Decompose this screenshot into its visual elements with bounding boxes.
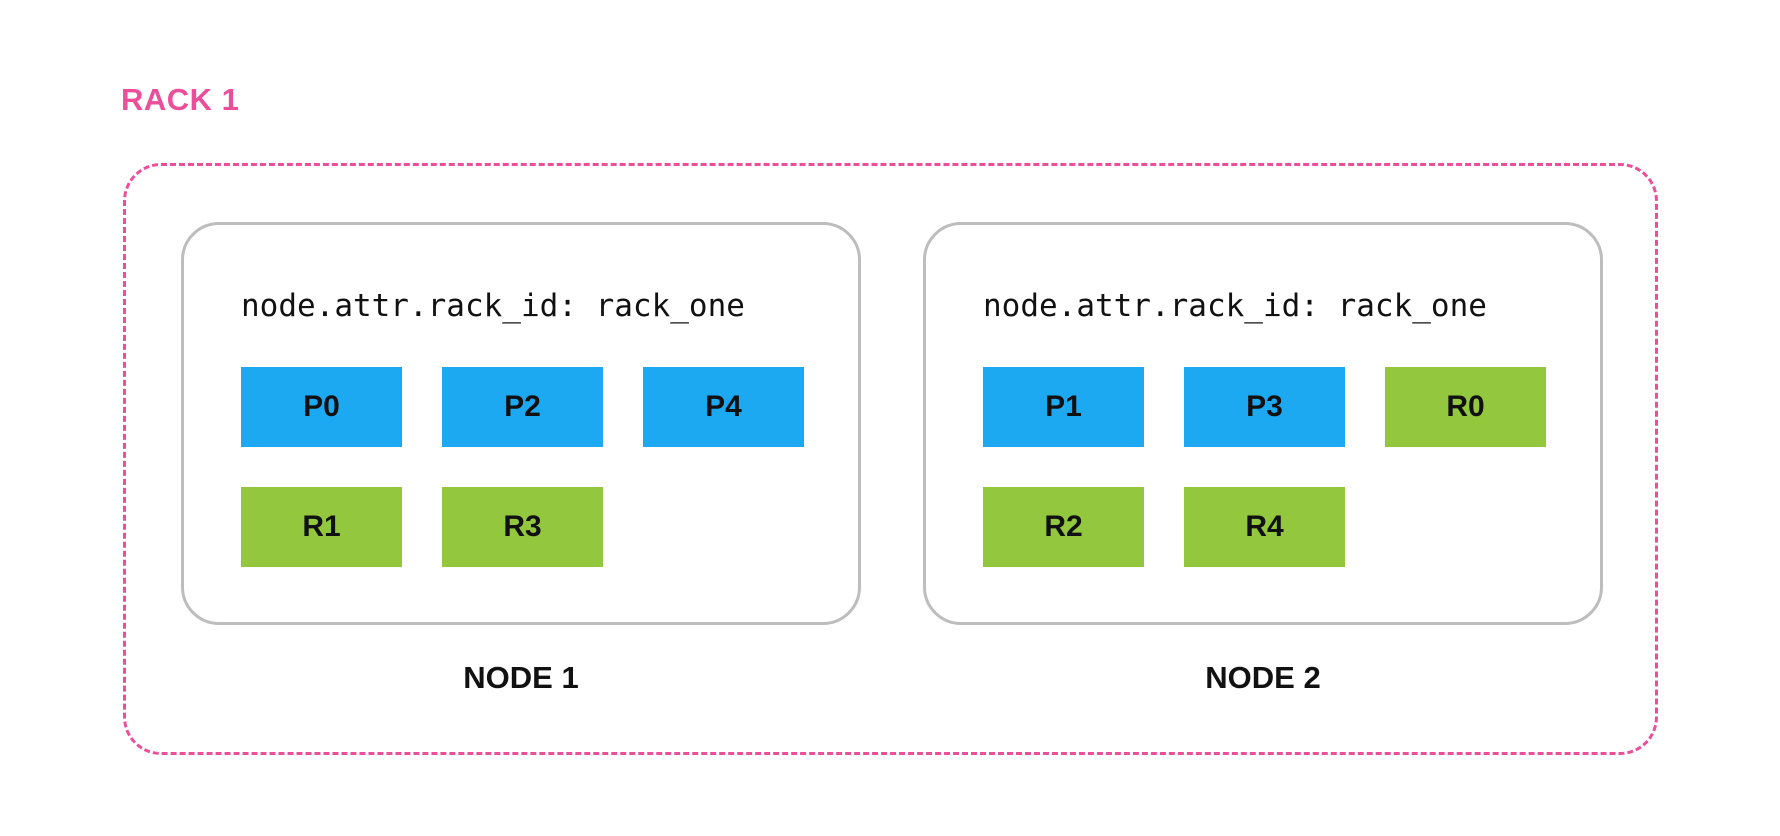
shard-r3: R3: [442, 487, 603, 567]
node-1-label: NODE 1: [463, 660, 579, 695]
node-2-attr: node.attr.rack_id: rack_one: [983, 288, 1487, 324]
rack-boundary: [123, 163, 1658, 755]
shard-r4: R4: [1184, 487, 1345, 567]
shard-p2: P2: [442, 367, 603, 447]
shard-p1: P1: [983, 367, 1144, 447]
shard-p3: P3: [1184, 367, 1345, 447]
node-2-label: NODE 2: [1205, 660, 1321, 695]
shard-p4: P4: [643, 367, 804, 447]
shard-r1: R1: [241, 487, 402, 567]
node-2-box: node.attr.rack_id: rack_one P1 P3 R0 R2 …: [923, 222, 1603, 625]
node-1-box: node.attr.rack_id: rack_one P0 P2 P4 R1 …: [181, 222, 861, 625]
node-1-attr: node.attr.rack_id: rack_one: [241, 288, 745, 324]
shard-r0: R0: [1385, 367, 1546, 447]
shard-r2: R2: [983, 487, 1144, 567]
shard-p0: P0: [241, 367, 402, 447]
rack-label: RACK 1: [121, 82, 240, 117]
